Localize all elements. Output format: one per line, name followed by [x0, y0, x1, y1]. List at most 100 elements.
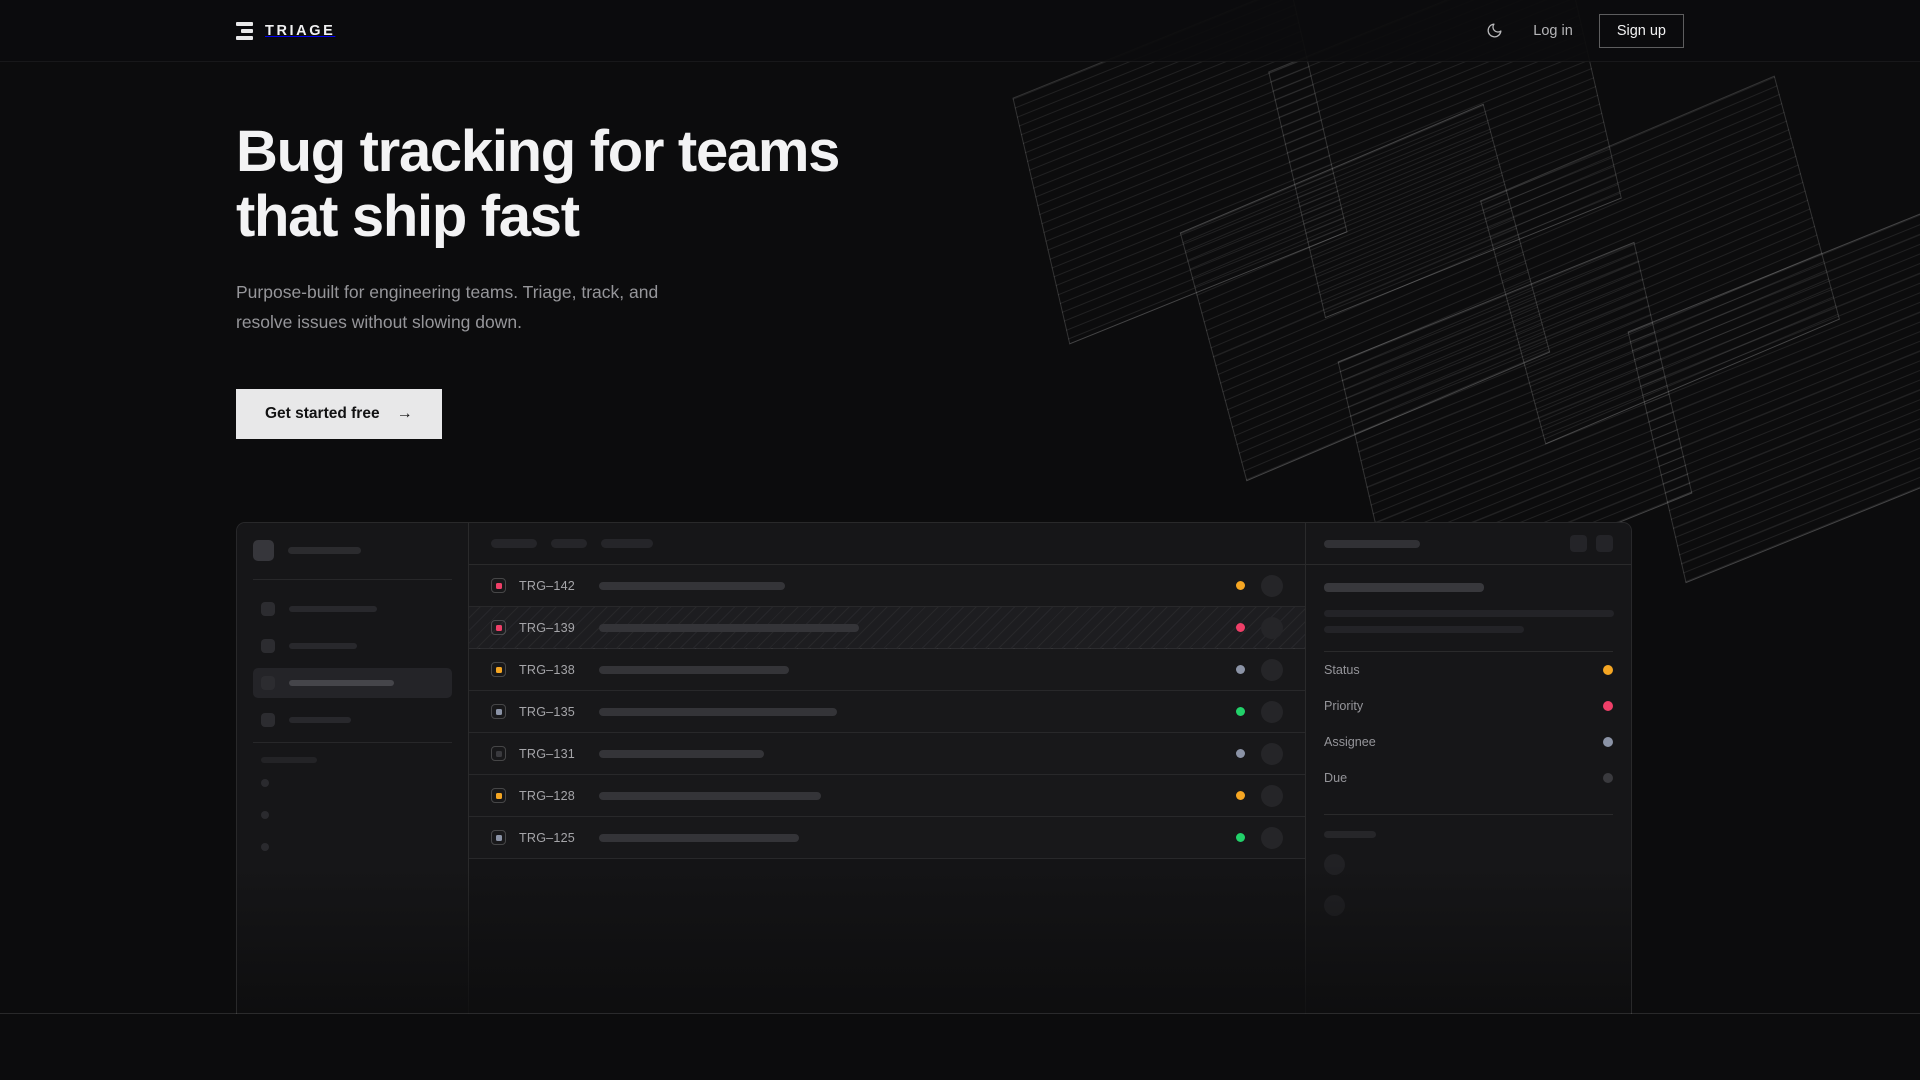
priority-indicator-icon[interactable]	[491, 620, 506, 635]
issue-title-skeleton	[599, 623, 859, 632]
issue-row[interactable]: TRG–125	[469, 817, 1305, 859]
issue-key: TRG–139	[519, 620, 575, 635]
brand-logo-link[interactable]: TRIAGE	[236, 21, 336, 40]
avatar[interactable]	[1261, 742, 1283, 765]
issue-row[interactable]: TRG–135	[469, 691, 1305, 733]
filter-chip[interactable]	[491, 539, 537, 548]
detail-meta-label: Assignee	[1324, 735, 1376, 749]
priority-indicator-icon[interactable]	[491, 704, 506, 719]
issue-key: TRG–128	[519, 788, 575, 803]
status-dot[interactable]	[1236, 623, 1245, 632]
priority-indicator-icon[interactable]	[491, 830, 506, 845]
status-dot[interactable]	[1236, 833, 1245, 842]
issue-list-toolbar	[469, 523, 1305, 565]
description-line-skeleton	[1324, 610, 1614, 617]
page-title: Bug tracking for teams that ship fast	[236, 119, 996, 249]
get-started-button[interactable]: Get started free →	[236, 388, 442, 439]
issue-row[interactable]: TRG–139	[469, 607, 1305, 649]
detail-divider	[1324, 651, 1613, 652]
detail-meta-row[interactable]: Due	[1324, 760, 1613, 796]
sidebar-item[interactable]	[253, 668, 452, 698]
login-link[interactable]: Log in	[1533, 22, 1573, 39]
issue-title-skeleton	[599, 833, 799, 842]
sidebar-item[interactable]	[253, 705, 452, 735]
sidebar-item[interactable]	[253, 594, 452, 624]
workspace-avatar	[253, 540, 274, 561]
issue-title-skeleton	[599, 791, 821, 800]
comments-label-skeleton	[1324, 831, 1376, 838]
moon-icon[interactable]	[1481, 18, 1507, 44]
status-dot[interactable]	[1236, 665, 1245, 674]
avatar[interactable]	[1261, 574, 1283, 597]
page-bottom-divider	[0, 1013, 1920, 1014]
mockup-sidebar	[237, 523, 469, 1014]
sidebar-item-label-skeleton	[289, 680, 394, 686]
issue-row[interactable]: TRG–128	[469, 775, 1305, 817]
issue-key: TRG–138	[519, 662, 575, 677]
priority-indicator-icon[interactable]	[491, 578, 506, 593]
avatar[interactable]	[1261, 784, 1283, 807]
sidebar-section-label-skeleton	[261, 757, 317, 763]
sidebar-sub-item[interactable]	[253, 811, 452, 819]
issue-key: TRG–135	[519, 704, 575, 719]
status-dot[interactable]	[1236, 581, 1245, 590]
sidebar-item-label-skeleton	[289, 717, 351, 723]
status-dot[interactable]	[1236, 791, 1245, 800]
hero-section: Bug tracking for teams that ship fast Pu…	[0, 62, 1920, 439]
sidebar-workspace-header[interactable]	[253, 540, 452, 561]
issue-row[interactable]: TRG–142	[469, 565, 1305, 607]
sidebar-item-label-skeleton	[289, 643, 357, 649]
detail-meta-value-dot	[1603, 737, 1613, 747]
status-dot[interactable]	[1236, 749, 1245, 758]
comment-avatar	[1324, 854, 1345, 875]
signup-button[interactable]: Sign up	[1598, 13, 1684, 48]
brand-name: TRIAGE	[265, 22, 336, 39]
priority-indicator-icon[interactable]	[491, 746, 506, 761]
priority-indicator-icon[interactable]	[491, 788, 506, 803]
cta-label: Get started free	[265, 404, 380, 422]
detail-meta-label: Priority	[1324, 699, 1364, 713]
filter-chip[interactable]	[551, 539, 587, 548]
detail-meta-row[interactable]: Status	[1324, 652, 1613, 688]
issue-key: TRG–131	[519, 746, 575, 761]
detail-meta-label: Due	[1324, 771, 1348, 785]
detail-action-icon[interactable]	[1596, 535, 1613, 552]
sidebar-item-icon	[261, 602, 275, 616]
hero-title-line-2: that ship fast	[236, 183, 580, 249]
avatar[interactable]	[1261, 700, 1283, 723]
sidebar-sub-item-dot	[261, 779, 269, 787]
avatar[interactable]	[1261, 826, 1283, 849]
sidebar-sub-item-dot	[261, 811, 269, 819]
filter-chip[interactable]	[601, 539, 653, 548]
issue-row-meta	[1236, 826, 1283, 849]
sidebar-sub-item[interactable]	[253, 779, 452, 787]
detail-header-actions	[1570, 535, 1613, 552]
detail-meta-row[interactable]: Assignee	[1324, 724, 1613, 760]
top-navbar: TRIAGE Log in Sign up	[0, 0, 1920, 62]
sidebar-divider	[253, 579, 452, 580]
issue-title-skeleton	[599, 581, 785, 590]
avatar[interactable]	[1261, 658, 1283, 681]
issue-title-skeleton	[599, 749, 764, 758]
sidebar-item-icon	[261, 713, 275, 727]
issue-row[interactable]: TRG–131	[469, 733, 1305, 775]
sidebar-item-label-skeleton	[289, 606, 377, 612]
detail-meta-row[interactable]: Priority	[1324, 688, 1613, 724]
issue-key: TRG–125	[519, 830, 575, 845]
issue-row[interactable]: TRG–138	[469, 649, 1305, 691]
sidebar-sub-item[interactable]	[253, 843, 452, 851]
issue-row-meta	[1236, 574, 1283, 597]
detail-action-icon[interactable]	[1570, 535, 1587, 552]
detail-meta-value-dot	[1603, 773, 1613, 783]
status-dot[interactable]	[1236, 707, 1245, 716]
sidebar-divider	[253, 742, 452, 743]
priority-indicator-icon[interactable]	[491, 662, 506, 677]
sidebar-item[interactable]	[253, 631, 452, 661]
avatar[interactable]	[1261, 616, 1283, 639]
issue-row-meta	[1236, 742, 1283, 765]
issue-row-meta	[1236, 784, 1283, 807]
